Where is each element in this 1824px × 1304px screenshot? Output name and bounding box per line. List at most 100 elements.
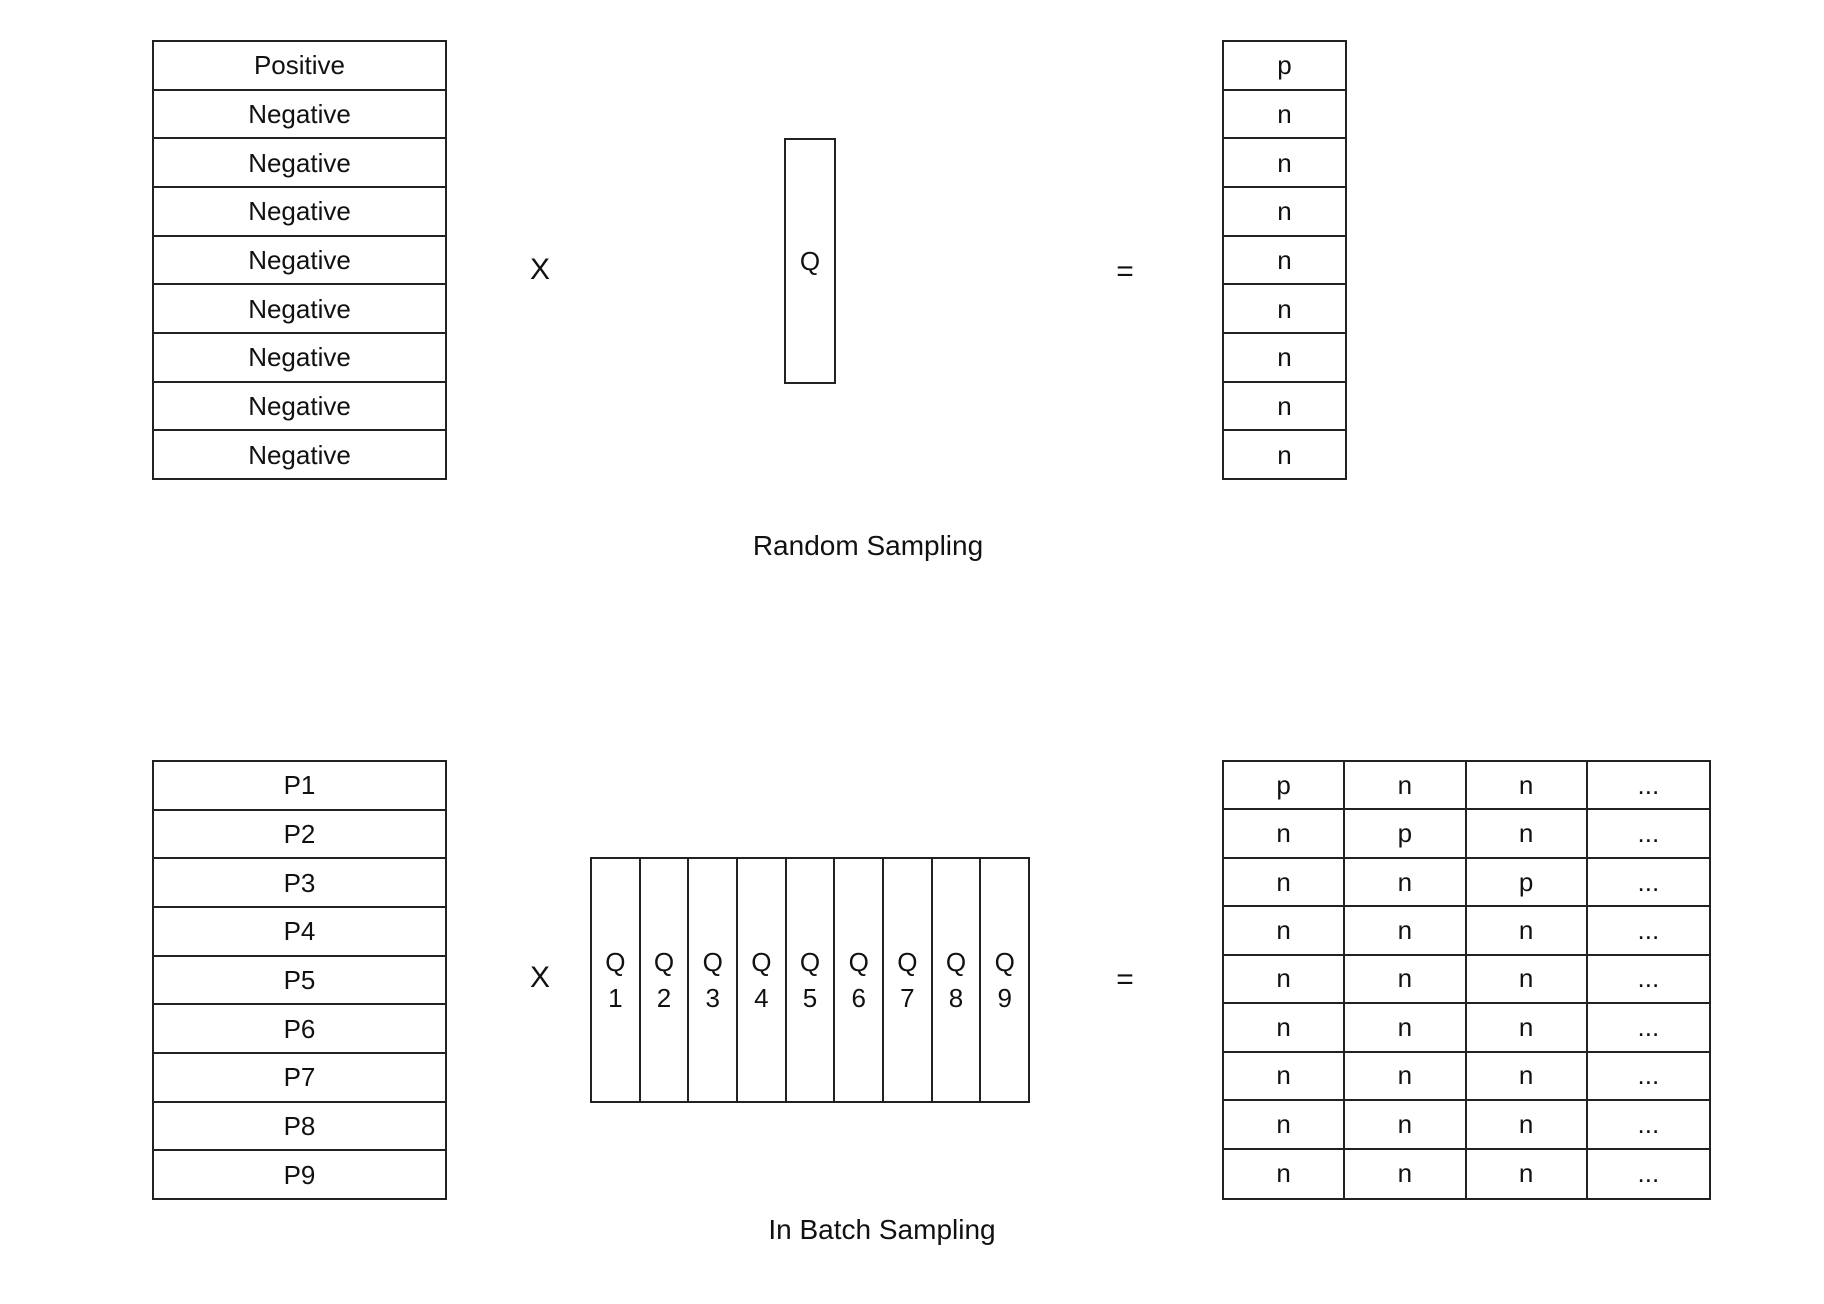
- score-cell: n: [1224, 955, 1346, 1005]
- score-cell: n: [1224, 907, 1346, 956]
- score-cell: n: [1277, 439, 1292, 470]
- score-cell: n: [1224, 91, 1345, 140]
- passage-cell: Negative: [154, 334, 445, 383]
- score-cell: n: [1345, 1149, 1467, 1198]
- score-cell: n: [1466, 762, 1588, 811]
- query-vector: Q 8: [933, 859, 982, 1101]
- score-cell: n: [1466, 810, 1588, 859]
- query-vector: Q 9: [981, 859, 1028, 1101]
- query-index: 9: [997, 983, 1012, 1013]
- score-cell: ...: [1587, 859, 1709, 908]
- query-vector: Q 3: [689, 859, 739, 1101]
- score-cell: p: [1345, 810, 1467, 859]
- score-cell: n: [1345, 1004, 1467, 1053]
- score-cell: n: [1224, 188, 1345, 237]
- query-letter: Q: [751, 947, 772, 977]
- passage-cell: P6: [154, 1005, 445, 1055]
- score-cell: ...: [1637, 1158, 1660, 1189]
- score-cell: n: [1345, 1101, 1467, 1150]
- query-letter: Q: [994, 947, 1015, 977]
- score-cell: n: [1224, 1004, 1346, 1053]
- passage-cell: Negative: [154, 91, 445, 140]
- score-cell: n: [1224, 858, 1346, 908]
- score-cell: n: [1345, 907, 1467, 956]
- score-cell: n: [1224, 810, 1346, 859]
- query-index: 6: [851, 983, 866, 1013]
- score-cell: n: [1224, 1149, 1346, 1198]
- score-cell: n: [1224, 334, 1345, 383]
- score-cell: n: [1345, 1052, 1467, 1102]
- query-letter: Q: [848, 947, 869, 977]
- score-cell: n: [1466, 907, 1588, 956]
- score-cell: n: [1224, 139, 1345, 189]
- score-cell: p: [1224, 762, 1346, 811]
- score-cell: n: [1345, 858, 1467, 908]
- query-vector: Q 5: [787, 859, 836, 1101]
- score-cell: n: [1224, 237, 1345, 286]
- score-cell: n: [1466, 1004, 1588, 1053]
- passage-cell: Positive: [154, 42, 445, 91]
- score-cell: n: [1466, 955, 1588, 1005]
- score-cell: n: [1345, 762, 1467, 811]
- score-cell: n: [1466, 1101, 1588, 1150]
- query-index: 7: [900, 983, 915, 1013]
- score-cell: n: [1224, 285, 1345, 335]
- score-cell: n: [1224, 1101, 1346, 1150]
- random-sampling-caption: Random Sampling: [752, 530, 984, 561]
- random-passage-column: Positive Negative Negative Negative Nega…: [152, 40, 447, 480]
- random-query-vector: Q: [784, 138, 836, 384]
- passage-cell: P2: [154, 811, 445, 860]
- query-vector: Q 1: [592, 859, 641, 1101]
- score-cell: n: [1345, 955, 1467, 1005]
- passage-cell: P3: [154, 859, 445, 909]
- query-vector: Q 7: [884, 859, 933, 1101]
- query-index: 2: [656, 983, 672, 1013]
- passage-cell: Negative: [154, 237, 445, 286]
- query-index: 1: [608, 983, 623, 1013]
- passage-cell: P8: [154, 1103, 445, 1152]
- score-cell: ...: [1587, 956, 1709, 1005]
- passage-cell: Negative: [154, 285, 445, 335]
- passage-cell: P9: [283, 1159, 316, 1190]
- query-vector: Q 2: [641, 859, 690, 1101]
- query-letter: Q: [702, 947, 723, 977]
- score-cell: ...: [1587, 1053, 1709, 1102]
- batch-passage-column: P1 P2 P3 P4 P5 P6 P7 P8 P9: [152, 760, 447, 1200]
- score-cell: ...: [1587, 907, 1709, 956]
- score-cell: ...: [1587, 1004, 1709, 1053]
- random-result-column: p n n n n n n n n: [1222, 40, 1347, 480]
- query-index: 3: [705, 983, 720, 1013]
- in-batch-sampling-caption: In Batch Sampling: [768, 1214, 996, 1245]
- score-cell: ...: [1587, 1101, 1709, 1150]
- query-letter: Q: [605, 947, 626, 977]
- random-equals-symbol: =: [1116, 255, 1134, 288]
- passage-cell: Negative: [154, 188, 445, 237]
- score-cell: n: [1467, 1149, 1588, 1198]
- score-cell: p: [1466, 858, 1588, 908]
- query-index: 5: [802, 983, 818, 1013]
- passage-cell: Negative: [154, 383, 445, 432]
- score-cell: ...: [1587, 810, 1709, 859]
- batch-equals-symbol: =: [1116, 963, 1134, 996]
- query-vector: Q 6: [835, 859, 885, 1101]
- score-cell: n: [1224, 383, 1345, 432]
- passage-cell: Negative: [154, 139, 445, 189]
- batch-query-matrix: Q 1 Q 2 Q 3 Q 4 Q 5 Q 6 Q 7 Q 8 Q 9: [590, 857, 1030, 1103]
- query-index: 8: [948, 983, 964, 1013]
- query-letter: Q: [897, 947, 918, 977]
- query-index: 4: [754, 983, 769, 1013]
- passage-cell: P4: [154, 908, 445, 957]
- query-vector: Q 4: [738, 859, 787, 1101]
- score-cell: n: [1466, 1052, 1588, 1102]
- batch-times-symbol: X: [529, 961, 550, 994]
- score-cell: ...: [1587, 762, 1709, 811]
- passage-cell: P5: [154, 957, 445, 1006]
- query-letter: Q: [653, 947, 675, 977]
- passage-cell: P7: [154, 1054, 445, 1103]
- random-times-symbol: X: [529, 253, 550, 286]
- passage-cell: Negative: [248, 439, 351, 470]
- query-letter: Q: [799, 947, 821, 977]
- score-cell: p: [1224, 42, 1345, 91]
- score-cell: n: [1224, 1052, 1346, 1102]
